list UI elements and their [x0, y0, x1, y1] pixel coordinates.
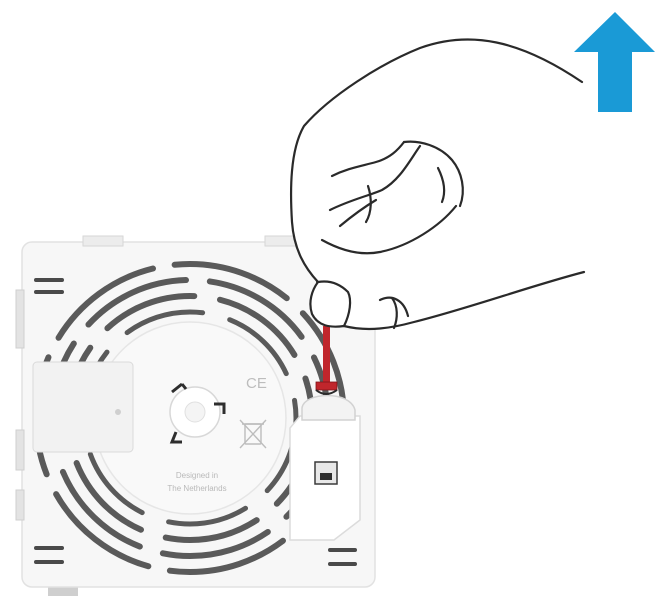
- label-the-netherlands: The Netherlands: [167, 484, 226, 493]
- label-designed-in: Designed in: [176, 471, 218, 480]
- battery-cover: [290, 396, 360, 541]
- ce-mark: CE: [246, 375, 267, 392]
- hand-icon: [291, 39, 584, 329]
- arrow-up-icon: [574, 12, 655, 112]
- mounting-pad: [33, 362, 133, 452]
